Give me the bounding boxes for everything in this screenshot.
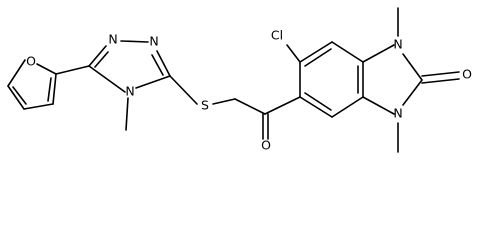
bond xyxy=(156,50,171,77)
bond xyxy=(304,48,332,67)
bond xyxy=(7,59,26,87)
bond xyxy=(402,53,423,81)
bond xyxy=(36,63,57,75)
bond xyxy=(304,92,332,111)
bond xyxy=(212,98,236,105)
bond xyxy=(169,75,198,105)
furan-ring xyxy=(7,59,57,110)
molecule-structure: O N N N S O Cl N N O xyxy=(7,7,472,153)
bond xyxy=(299,41,333,63)
bond xyxy=(421,71,460,77)
atom-o-furan: O xyxy=(26,54,36,69)
triazole-ring xyxy=(88,40,171,131)
bond xyxy=(88,65,126,93)
imidazolone-ring xyxy=(362,7,460,153)
bond xyxy=(12,86,27,105)
bond xyxy=(331,41,364,63)
benzene-ring xyxy=(299,41,364,118)
bond xyxy=(88,45,107,67)
bond xyxy=(23,103,54,110)
atom-o-urea: O xyxy=(462,67,472,82)
bond xyxy=(234,98,266,115)
bond xyxy=(362,44,395,63)
bond xyxy=(151,54,164,76)
atom-sulfur: S xyxy=(201,98,209,113)
atom-n-benzimidazolone-3: N xyxy=(393,106,402,121)
bond xyxy=(402,79,423,106)
bond xyxy=(120,40,149,43)
atom-o-ketone: O xyxy=(261,138,271,153)
bond xyxy=(7,85,25,110)
atom-n-benzimidazolone-1: N xyxy=(393,37,402,52)
bond xyxy=(125,97,129,131)
bond xyxy=(286,44,301,63)
atom-n-triazole-1: N xyxy=(108,32,117,47)
bond xyxy=(47,77,52,102)
bond xyxy=(52,73,57,105)
bond xyxy=(331,96,364,118)
atom-chlorine: Cl xyxy=(271,28,283,43)
bond xyxy=(421,78,460,84)
bond xyxy=(299,96,333,118)
bond xyxy=(264,96,301,115)
bond-furan-triazole xyxy=(55,65,90,75)
bond xyxy=(362,96,395,115)
bond xyxy=(94,51,109,68)
atom-n-triazole-2: N xyxy=(149,34,158,49)
atom-n-triazole-4: N xyxy=(125,84,134,99)
bond xyxy=(135,75,171,89)
